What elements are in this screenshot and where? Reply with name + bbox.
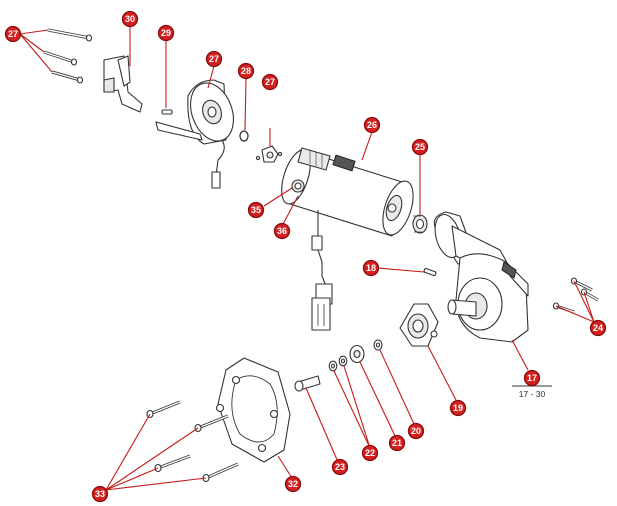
callout-25: 25 (411, 138, 429, 156)
screw-set-right (552, 277, 599, 314)
snap-ring-part (239, 130, 249, 142)
svg-text:36: 36 (277, 226, 287, 236)
svg-text:17: 17 (527, 373, 537, 383)
callout-23: 23 (331, 458, 349, 476)
callout-24: 24 (589, 319, 607, 337)
screw (43, 50, 78, 66)
svg-text:27: 27 (209, 54, 219, 64)
svg-text:19: 19 (453, 403, 463, 413)
hub-part (255, 128, 283, 163)
svg-text:28: 28 (241, 66, 251, 76)
callout-18: 18 (362, 259, 380, 277)
callout-20: 20 (407, 422, 425, 440)
callout-33: 33 (91, 485, 109, 503)
svg-text:26: 26 (367, 120, 377, 130)
brake-part (155, 79, 234, 189)
svg-text:35: 35 (251, 205, 261, 215)
svg-text:27: 27 (8, 29, 18, 39)
callout-36: 36 (273, 222, 291, 240)
callout-19: 19 (449, 399, 467, 417)
pin-part (161, 109, 173, 115)
svg-text:30: 30 (125, 14, 135, 24)
screw (47, 28, 93, 42)
motor-part (281, 147, 414, 331)
callout-29: 29 (157, 24, 175, 42)
svg-text:22: 22 (365, 448, 375, 458)
bearing-part (291, 179, 305, 193)
bolt-part (294, 375, 321, 392)
callout-22: 22 (361, 444, 379, 462)
svg-text:21: 21 (392, 438, 402, 448)
callout-27b: 27 (205, 50, 223, 68)
svg-text:29: 29 (161, 28, 171, 38)
callout-17: 17 (523, 369, 541, 387)
svg-text:25: 25 (415, 142, 425, 152)
screw-set-top-left (43, 28, 93, 84)
callout-27a: 27 (4, 25, 22, 43)
leader-lines (19, 26, 595, 491)
svg-text:23: 23 (335, 462, 345, 472)
callout-35: 35 (247, 201, 265, 219)
svg-text:18: 18 (366, 263, 376, 273)
callout-28: 28 (237, 62, 255, 80)
svg-text:24: 24 (593, 323, 603, 333)
svg-text:32: 32 (288, 479, 298, 489)
svg-text:33: 33 (95, 489, 105, 499)
range-label: 17 - 30 (519, 389, 546, 399)
key-part (423, 267, 437, 277)
gearbox-part (433, 211, 529, 343)
callout-27c: 27 (261, 73, 279, 91)
svg-text:27: 27 (265, 77, 275, 87)
callout-32: 32 (284, 475, 302, 493)
callout-30: 30 (121, 10, 139, 28)
svg-text:20: 20 (411, 426, 421, 436)
callout-26: 26 (363, 116, 381, 134)
screw (51, 70, 84, 84)
flange-part (399, 303, 439, 347)
bracket-part (103, 55, 143, 113)
washer-set (328, 339, 383, 372)
bolt-set-bottom-left (146, 400, 239, 483)
callout-21: 21 (388, 434, 406, 452)
gasket-plate-part (215, 357, 291, 463)
coupling-part (412, 214, 428, 234)
